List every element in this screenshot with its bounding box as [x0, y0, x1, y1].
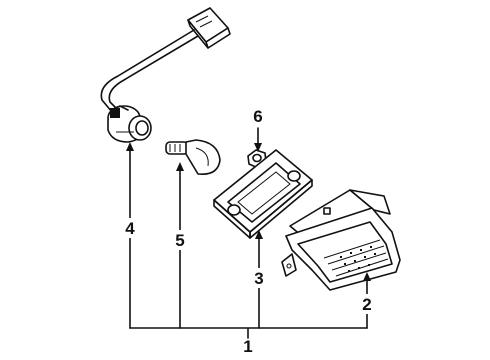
lamp-gasket-icon — [213, 149, 313, 239]
callouts: 1 2 3 4 5 6 — [125, 107, 371, 356]
lamp-housing-icon — [281, 189, 401, 291]
callout-4: 4 — [125, 219, 135, 238]
callout-3: 3 — [254, 269, 263, 288]
connector-icon — [187, 7, 231, 49]
socket-icon — [107, 105, 152, 143]
callout-2: 2 — [362, 295, 371, 314]
callout-1: 1 — [243, 337, 252, 356]
bulb-icon — [165, 139, 221, 176]
bulb-socket-harness-icon — [100, 7, 231, 143]
callout-backgrounds — [122, 218, 375, 314]
callout-5: 5 — [175, 231, 184, 250]
callout-6: 6 — [253, 107, 262, 126]
